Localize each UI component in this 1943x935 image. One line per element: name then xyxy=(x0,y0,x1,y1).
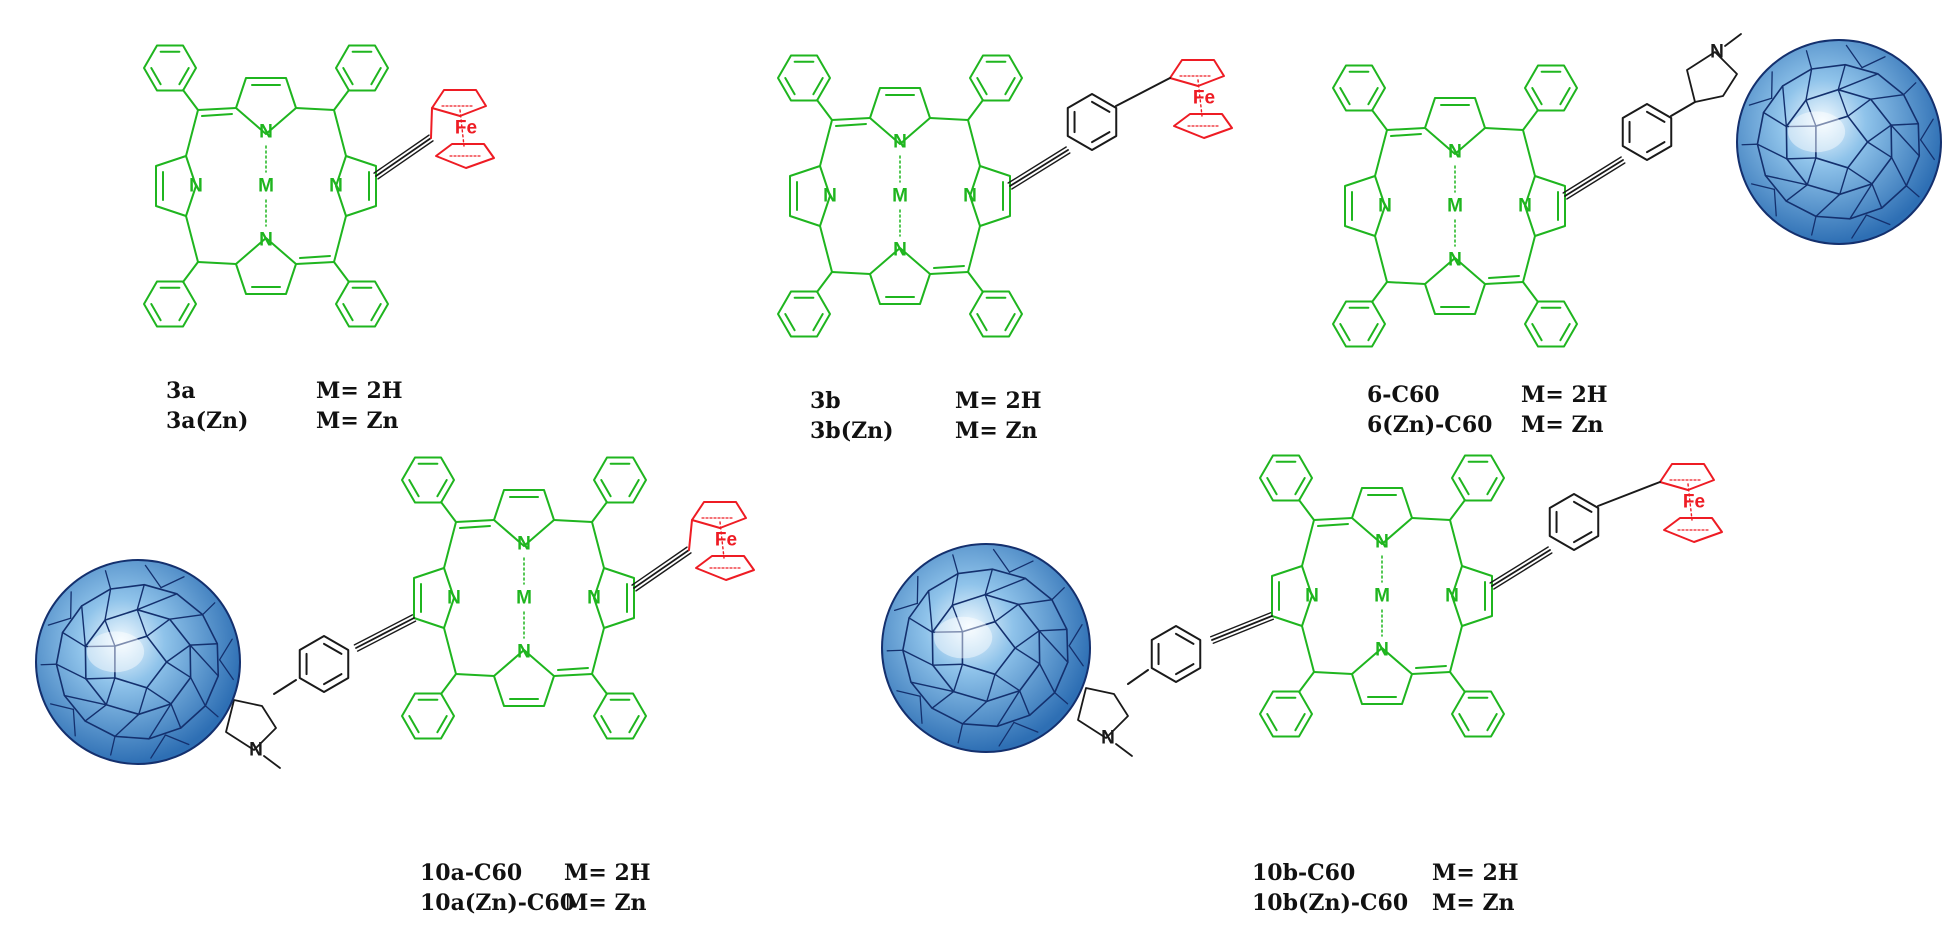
iron-atom: Fe xyxy=(1683,492,1705,513)
molecule-6-c60: N N N N M N 6-C60 M= 2H 6(Zn)-C60 M= Zn xyxy=(1332,33,1942,438)
metal-designation: M= 2H xyxy=(316,378,403,404)
metal-designation: M= Zn xyxy=(316,408,399,434)
metal-designation: M= 2H xyxy=(564,860,651,886)
compound-name: 10a-C60 xyxy=(420,860,522,886)
nitrogen-atom: N xyxy=(893,132,907,153)
nitrogen-atom: N xyxy=(823,186,837,207)
nitrogen-atom: N xyxy=(517,642,531,663)
iron-atom: Fe xyxy=(455,118,477,139)
nitrogen-atom: N xyxy=(963,186,977,207)
metal-center: M xyxy=(1447,196,1463,217)
metal-designation: M= Zn xyxy=(564,890,647,916)
molecule-3b: N N N N M Fe 3b M= 2H 3b(Zn) M= Zn xyxy=(777,54,1233,444)
metal-designation: M= Zn xyxy=(1432,890,1515,916)
metal-center: M xyxy=(892,186,908,207)
molecule-10b-c60: N N N N M FeN 10b-C60 M= 2H 10b(Zn)-C60 M= Zn xyxy=(881,454,1723,916)
compound-name: 10a(Zn)-C60 xyxy=(420,890,575,916)
compound-name: 10b(Zn)-C60 xyxy=(1252,890,1408,916)
metal-center: M xyxy=(516,588,532,609)
nitrogen-atom: N xyxy=(1375,532,1389,553)
nitrogen-atom: N xyxy=(259,230,273,251)
compound-name: 3a(Zn) xyxy=(166,408,248,434)
metal-designation: M= 2H xyxy=(1432,860,1519,886)
iron-atom: Fe xyxy=(715,530,737,551)
pyrrolidine-nitrogen: N xyxy=(1101,728,1115,749)
nitrogen-atom: N xyxy=(1378,196,1392,217)
nitrogen-atom: N xyxy=(189,176,203,197)
nitrogen-atom: N xyxy=(259,122,273,143)
metal-designation: M= 2H xyxy=(1521,382,1608,408)
molecule-3a: N N N N M Fe 3a M= 2H 3a(Zn) M= Zn xyxy=(143,44,495,434)
nitrogen-atom: N xyxy=(329,176,343,197)
compound-name: 6-C60 xyxy=(1367,382,1440,408)
metal-designation: M= Zn xyxy=(1521,412,1604,438)
compound-name: 3b xyxy=(810,388,841,414)
nitrogen-atom: N xyxy=(1445,586,1459,607)
nitrogen-atom: N xyxy=(587,588,601,609)
nitrogen-atom: N xyxy=(1518,196,1532,217)
pyrrolidine-nitrogen: N xyxy=(1710,42,1724,63)
compound-name: 10b-C60 xyxy=(1252,860,1355,886)
metal-center: M xyxy=(1374,586,1390,607)
metal-designation: M= 2H xyxy=(955,388,1042,414)
compound-name: 3b(Zn) xyxy=(810,418,894,444)
nitrogen-atom: N xyxy=(1448,142,1462,163)
metal-center: M xyxy=(258,176,274,197)
nitrogen-atom: N xyxy=(1305,586,1319,607)
nitrogen-atom: N xyxy=(1448,250,1462,271)
metal-designation: M= Zn xyxy=(955,418,1038,444)
compound-name: 3a xyxy=(166,378,196,404)
compound-name: 6(Zn)-C60 xyxy=(1367,412,1492,438)
nitrogen-atom: N xyxy=(1375,640,1389,661)
nitrogen-atom: N xyxy=(893,240,907,261)
nitrogen-atom: N xyxy=(447,588,461,609)
nitrogen-atom: N xyxy=(517,534,531,555)
pyrrolidine-nitrogen: N xyxy=(249,740,263,761)
iron-atom: Fe xyxy=(1193,88,1215,109)
